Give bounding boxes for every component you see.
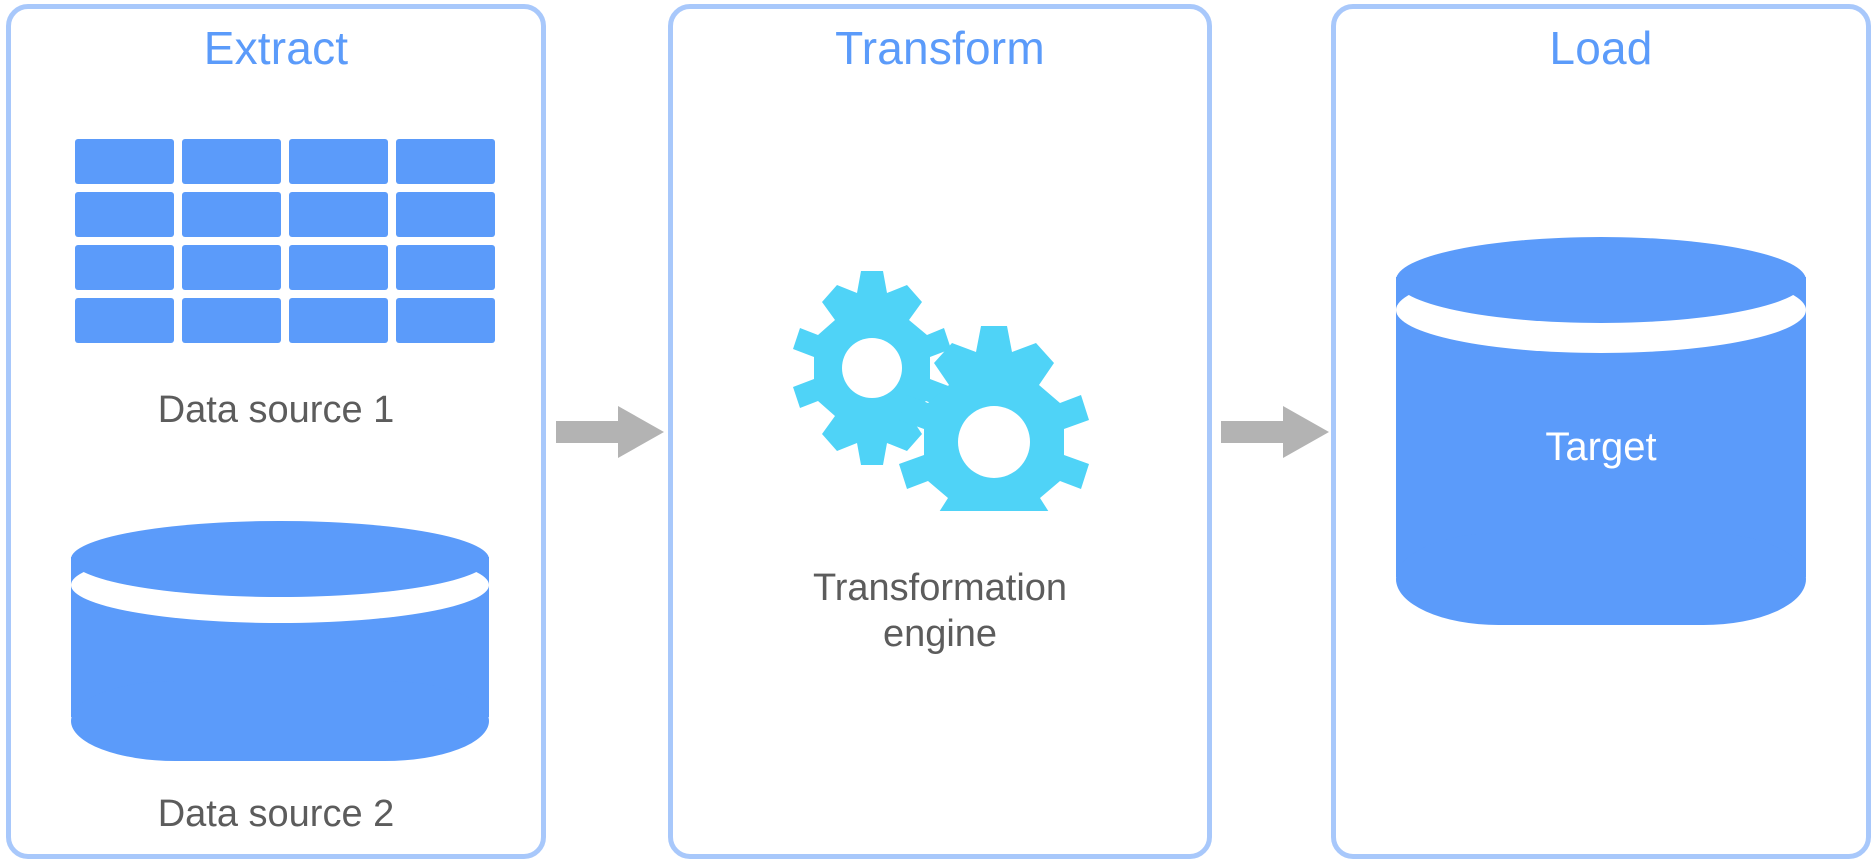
grid-cell [182,245,281,290]
stage-panel-load[interactable]: Load Target [1331,4,1871,859]
gears-icon [783,271,1113,511]
grid-cell [289,139,388,184]
grid-cell [396,245,495,290]
data-source-2-label: Data source 2 [157,793,395,835]
database-cylinder-icon-source-2 [71,521,489,761]
target-label: Target [1545,425,1657,469]
grid-cell [396,192,495,237]
grid-cell [182,139,281,184]
cylinder-top-lid [1396,237,1806,323]
transformation-engine-label-line1: Transformation [812,567,1068,609]
grid-cell [396,298,495,343]
stage-panel-transform[interactable]: Transform Transformation engine [668,4,1212,859]
grid-cell [289,245,388,290]
grid-cell [75,192,174,237]
grid-cell [75,298,174,343]
database-cylinder-icon-target: Target [1396,237,1806,625]
grid-cell [289,192,388,237]
cylinder-bottom-cap [1396,533,1806,625]
grid-cell [182,192,281,237]
cylinder-top-lid [71,521,489,597]
gear-small [793,271,951,465]
cylinder-bottom-cap [71,681,489,761]
panel-title-load: Load [1549,22,1653,74]
grid-cell [182,298,281,343]
grid-cell [396,139,495,184]
grid-cell [75,245,174,290]
grid-cell [289,298,388,343]
right-arrow-icon-transform-to-load [1221,406,1329,458]
right-arrow-icon-extract-to-transform [556,406,664,458]
transformation-engine-label-line2: engine [882,613,998,655]
stage-panel-extract[interactable]: Extract Data source 1 [6,4,546,859]
grid-cell [75,139,174,184]
gear-large [899,326,1089,511]
data-source-1-label: Data source 1 [157,389,395,431]
panel-title-transform: Transform [835,22,1045,74]
panel-title-extract: Extract [203,22,349,74]
table-grid-icon [75,139,495,343]
